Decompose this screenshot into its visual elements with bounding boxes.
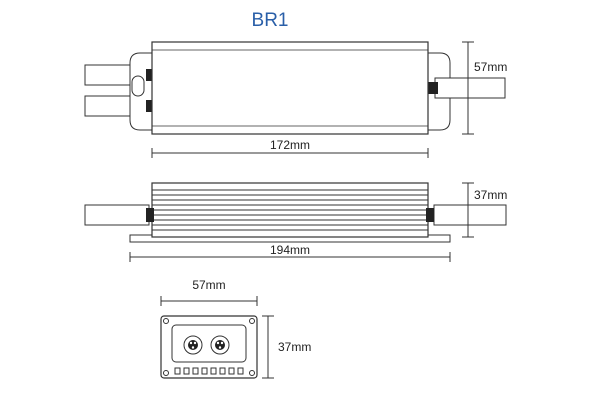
side-right-cable [433,204,507,226]
end-fin-notches [174,367,244,375]
side-length-label: 194mm [270,243,310,257]
right-cable [434,77,506,99]
end-cable-gland-right [210,335,230,355]
left-slot [131,75,145,97]
top-length-label: 172mm [270,138,310,152]
side-right-gland [426,208,434,222]
model-title: BR1 [251,10,289,31]
side-left-gland [146,208,154,222]
end-view: 57mm [160,278,311,379]
end-height-label: 37mm [278,340,311,354]
top-height-label: 57mm [474,60,507,74]
end-width-label: 57mm [192,278,225,292]
corner-hole [249,370,255,376]
top-housing [151,41,429,135]
corner-hole [249,318,255,324]
corner-hole [163,370,169,376]
left-cable-gland-lower [146,100,154,112]
left-cable-gland-upper [146,69,154,81]
top-view: 172mm 57mm [84,41,507,158]
side-view: 194mm 37mm [84,182,507,262]
end-cable-gland-left [183,335,203,355]
right-cable-gland [428,82,438,94]
end-panel [171,324,247,363]
cooling-fins [152,189,428,231]
corner-hole [163,318,169,324]
side-height-label: 37mm [474,188,507,202]
side-left-cable [84,204,150,226]
